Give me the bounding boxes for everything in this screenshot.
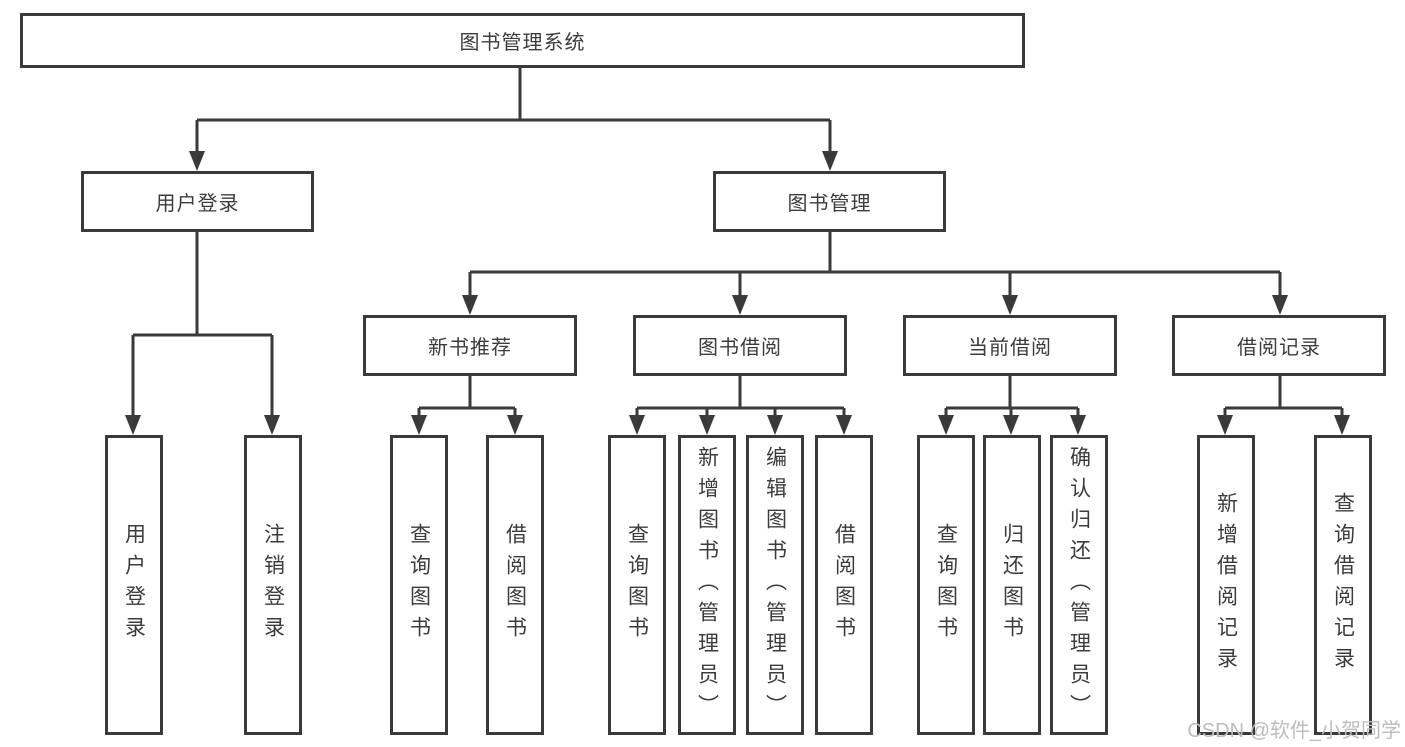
arrow-down-icon xyxy=(1217,415,1233,435)
connector-records-to-leaves xyxy=(1223,376,1344,416)
leaf-records-query-record-label: 查询借阅记录 xyxy=(1331,492,1355,678)
leaf-borrow-edit-books-admin: 编辑图书（管理员） xyxy=(746,435,804,735)
node-new-book-recommend: 新书推荐 xyxy=(363,315,577,376)
arrow-down-icon xyxy=(1334,415,1350,435)
node-current-borrow: 当前借阅 xyxy=(903,315,1117,376)
leaf-current-query-books: 查询图书 xyxy=(917,435,975,735)
arrow-down-icon xyxy=(629,415,645,435)
connector-root-to-level2 xyxy=(195,67,832,152)
leaf-borrow-borrow-books-label: 借阅图书 xyxy=(832,523,856,647)
node-book-borrow-label: 图书借阅 xyxy=(698,337,782,359)
node-current-borrow-label: 当前借阅 xyxy=(968,337,1052,359)
watermark: CSDN @软件_小贺同学 xyxy=(1187,720,1401,742)
connector-newbook-to-leaves xyxy=(417,376,517,416)
leaf-logout: 注销登录 xyxy=(244,435,302,735)
leaf-borrow-query-books: 查询图书 xyxy=(608,435,666,735)
arrow-down-icon xyxy=(767,415,783,435)
connector-bookmgmt-to-level3 xyxy=(468,231,1282,296)
node-root: 图书管理系统 xyxy=(20,13,1025,68)
node-book-borrow: 图书借阅 xyxy=(633,315,847,376)
node-root-label: 图书管理系统 xyxy=(459,32,586,54)
leaf-current-query-books-label: 查询图书 xyxy=(934,523,958,647)
arrow-down-icon xyxy=(462,295,478,315)
arrow-down-icon xyxy=(732,295,748,315)
leaf-borrow-add-books-admin: 新增图书（管理员） xyxy=(678,435,736,735)
arrow-down-icon xyxy=(125,415,141,435)
leaf-current-return-books-label: 归还图书 xyxy=(1000,523,1024,647)
leaf-user-login-label: 用户登录 xyxy=(122,523,146,647)
leaf-newbook-borrow-books-label: 借阅图书 xyxy=(503,523,527,647)
arrow-down-icon xyxy=(264,415,280,435)
arrow-down-icon xyxy=(1070,415,1086,435)
leaf-borrow-query-books-label: 查询图书 xyxy=(625,523,649,647)
arrow-down-icon xyxy=(822,151,838,171)
leaf-current-return-books: 归还图书 xyxy=(983,435,1041,735)
leaf-current-confirm-return-admin-label: 确认归还（管理员） xyxy=(1067,445,1091,725)
node-new-book-recommend-label: 新书推荐 xyxy=(428,337,512,359)
leaf-records-query-record: 查询借阅记录 xyxy=(1314,435,1372,735)
arrow-down-icon xyxy=(189,151,205,171)
leaf-newbook-query-books: 查询图书 xyxy=(390,435,448,735)
node-user-login-label: 用户登录 xyxy=(155,193,240,215)
leaf-records-add-record: 新增借阅记录 xyxy=(1197,435,1255,735)
leaf-user-login: 用户登录 xyxy=(105,435,163,735)
leaf-borrow-add-books-admin-label: 新增图书（管理员） xyxy=(695,445,719,725)
leaf-current-confirm-return-admin: 确认归还（管理员） xyxy=(1050,435,1108,735)
arrow-down-icon xyxy=(411,415,427,435)
connector-currentborrow-to-leaves xyxy=(944,376,1080,416)
arrow-down-icon xyxy=(836,415,852,435)
arrow-down-icon xyxy=(699,415,715,435)
node-book-management: 图书管理 xyxy=(713,171,946,232)
leaf-logout-label: 注销登录 xyxy=(261,523,285,647)
node-book-management-label: 图书管理 xyxy=(787,193,872,215)
arrow-down-icon xyxy=(1272,295,1288,315)
node-borrow-records-label: 借阅记录 xyxy=(1237,337,1321,359)
leaf-records-add-record-label: 新增借阅记录 xyxy=(1214,492,1238,678)
node-user-login: 用户登录 xyxy=(81,171,314,232)
node-borrow-records: 借阅记录 xyxy=(1172,315,1386,376)
arrow-down-icon xyxy=(507,415,523,435)
arrow-down-icon xyxy=(1003,415,1019,435)
leaf-borrow-borrow-books: 借阅图书 xyxy=(815,435,873,735)
leaf-newbook-borrow-books: 借阅图书 xyxy=(486,435,544,735)
arrow-down-icon xyxy=(938,415,954,435)
connector-userlogin-to-leaves xyxy=(131,231,274,416)
leaf-borrow-edit-books-admin-label: 编辑图书（管理员） xyxy=(763,445,787,725)
leaf-newbook-query-books-label: 查询图书 xyxy=(407,523,431,647)
arrow-down-icon xyxy=(1002,295,1018,315)
connector-bookborrow-to-leaves xyxy=(635,376,846,416)
